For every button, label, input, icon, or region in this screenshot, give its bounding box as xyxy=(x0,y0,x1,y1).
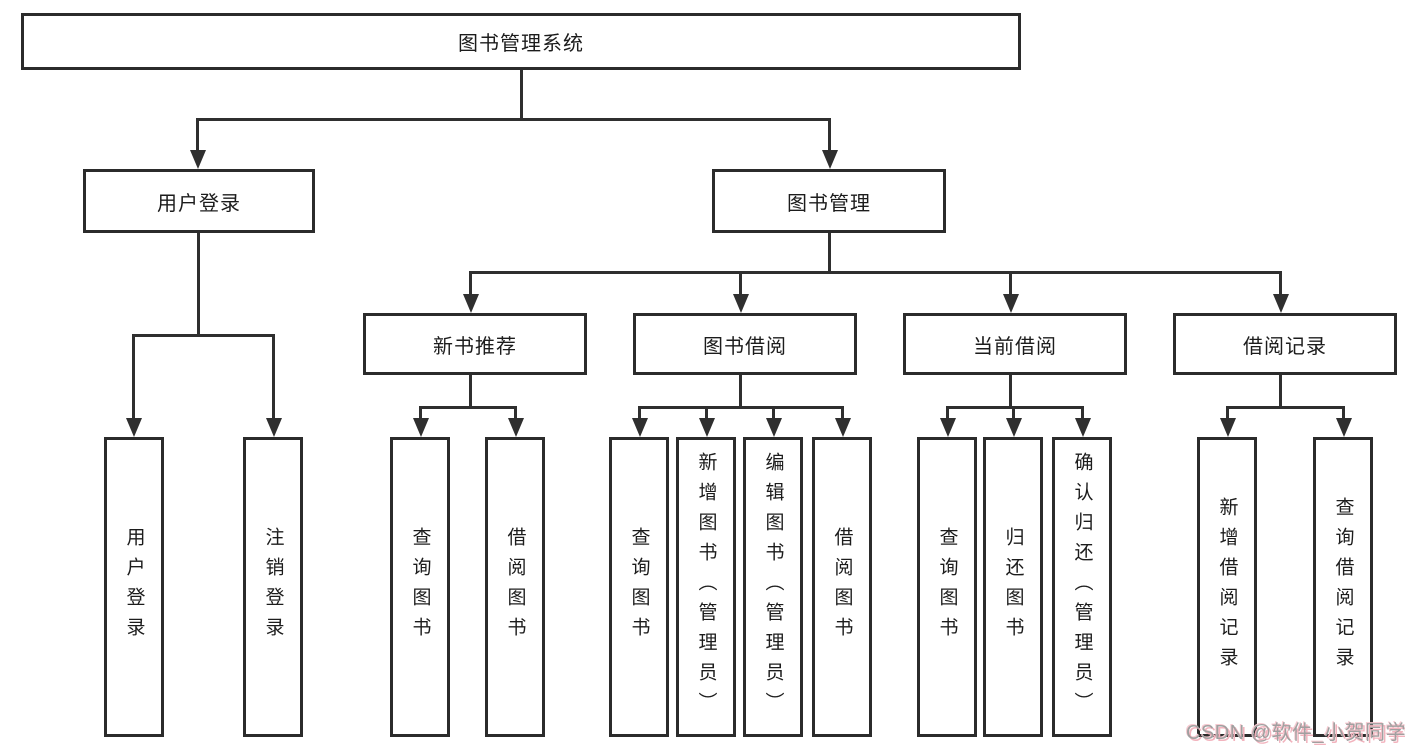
node-borrowing-records: 借阅记录 xyxy=(1173,313,1397,375)
node-leaf-query-books-2: 查询图书 xyxy=(609,437,669,737)
connector-arrow xyxy=(1273,294,1289,313)
node-library-management-system: 图书管理系统 xyxy=(21,13,1021,70)
connector-line xyxy=(841,406,844,420)
node-leaf-query-books-3: 查询图书 xyxy=(917,437,977,737)
connector-line xyxy=(828,118,831,152)
connector-line xyxy=(419,406,517,409)
node-leaf-borrow-books-2: 借阅图书 xyxy=(812,437,872,737)
connector-line xyxy=(469,375,472,408)
node-book-borrowing: 图书借阅 xyxy=(633,313,857,375)
connector-line xyxy=(196,118,831,121)
connector-arrow xyxy=(822,150,838,169)
connector-line xyxy=(739,271,742,297)
connector-arrow xyxy=(1003,294,1019,313)
connector-line xyxy=(132,334,135,420)
connector-line xyxy=(469,271,1282,274)
node-leaf-logout: 注销登录 xyxy=(243,437,303,737)
connector-arrow xyxy=(508,418,524,437)
connector-line xyxy=(828,233,831,273)
watermark: CSDN @软件_小贺同学 xyxy=(1186,722,1405,744)
connector-line xyxy=(1081,406,1084,420)
connector-line xyxy=(1009,271,1012,297)
connector-arrow xyxy=(632,418,648,437)
connector-line xyxy=(638,406,641,420)
connector-line xyxy=(132,334,275,337)
node-leaf-add-borrow-record: 新增借阅记录 xyxy=(1197,437,1257,737)
connector-arrow xyxy=(1075,418,1091,437)
connector-line xyxy=(705,406,708,420)
connector-arrow xyxy=(190,150,206,169)
connector-line xyxy=(1226,406,1229,420)
connector-arrow xyxy=(733,294,749,313)
node-book-management: 图书管理 xyxy=(712,169,946,233)
connector-arrow xyxy=(413,418,429,437)
connector-line xyxy=(514,406,517,420)
node-leaf-user-login: 用户登录 xyxy=(104,437,164,737)
connector-arrow xyxy=(1336,418,1352,437)
connector-arrow xyxy=(835,418,851,437)
node-leaf-query-borrow-record: 查询借阅记录 xyxy=(1313,437,1373,737)
connector-line xyxy=(1012,406,1015,420)
connector-line xyxy=(1342,406,1345,420)
node-leaf-confirm-return-admin: 确认归还（管理员） xyxy=(1052,437,1112,737)
connector-arrow xyxy=(126,418,142,437)
connector-line xyxy=(638,406,844,409)
connector-arrow xyxy=(463,294,479,313)
connector-line xyxy=(520,70,523,118)
connector-arrow xyxy=(1220,418,1236,437)
connector-line xyxy=(946,406,1084,409)
connector-arrow xyxy=(699,418,715,437)
connector-line xyxy=(1279,375,1282,408)
connector-line xyxy=(197,233,200,337)
connector-line xyxy=(419,406,422,420)
connector-line xyxy=(739,375,742,408)
node-user-login: 用户登录 xyxy=(83,169,315,233)
connector-arrow xyxy=(766,418,782,437)
node-leaf-edit-book-admin: 编辑图书（管理员） xyxy=(743,437,803,737)
connector-line xyxy=(272,334,275,420)
connector-arrow xyxy=(940,418,956,437)
connector-arrow xyxy=(266,418,282,437)
connector-arrow xyxy=(1006,418,1022,437)
node-leaf-return-book: 归还图书 xyxy=(983,437,1043,737)
connector-line xyxy=(469,271,472,297)
connector-line xyxy=(1009,375,1012,408)
node-leaf-add-book-admin: 新增图书（管理员） xyxy=(676,437,736,737)
node-new-book-recommend: 新书推荐 xyxy=(363,313,587,375)
connector-line xyxy=(946,406,949,420)
node-leaf-query-books-1: 查询图书 xyxy=(390,437,450,737)
connector-line xyxy=(1226,406,1345,409)
connector-line xyxy=(772,406,775,420)
connector-line xyxy=(1279,271,1282,297)
node-leaf-borrow-books-1: 借阅图书 xyxy=(485,437,545,737)
node-current-borrowing: 当前借阅 xyxy=(903,313,1127,375)
connector-line xyxy=(196,118,199,152)
